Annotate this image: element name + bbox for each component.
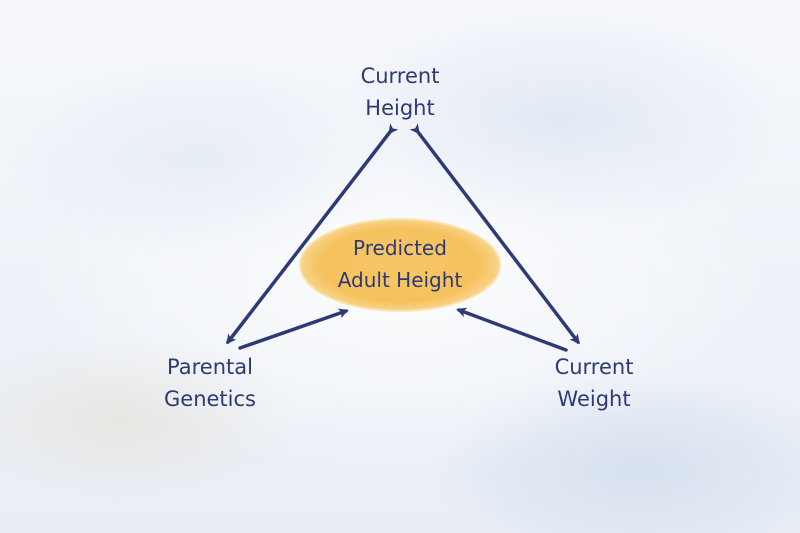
node-parental-genetics-line2: Genetics	[164, 387, 256, 411]
node-predicted-adult-height-line1: Predicted	[353, 236, 447, 260]
arrow-current-height-to-current-weight	[409, 123, 580, 345]
node-parental-genetics-line1: Parental	[167, 355, 253, 379]
arrow-current-height-to-parental-genetics	[226, 123, 399, 345]
arrow-current-weight-to-predicted	[456, 307, 568, 352]
node-predicted-adult-height: Predicted Adult Height	[300, 232, 500, 296]
node-current-weight-line2: Weight	[557, 387, 631, 411]
arrow-parental-genetics-to-predicted	[238, 308, 349, 350]
node-current-height: Current Height	[330, 60, 470, 124]
node-parental-genetics: Parental Genetics	[140, 351, 280, 415]
node-current-weight-line1: Current	[554, 355, 634, 379]
node-current-weight: Current Weight	[524, 351, 664, 415]
node-current-height-line1: Current	[360, 64, 440, 88]
node-current-height-line2: Height	[365, 96, 435, 120]
node-predicted-adult-height-line2: Adult Height	[337, 268, 463, 292]
